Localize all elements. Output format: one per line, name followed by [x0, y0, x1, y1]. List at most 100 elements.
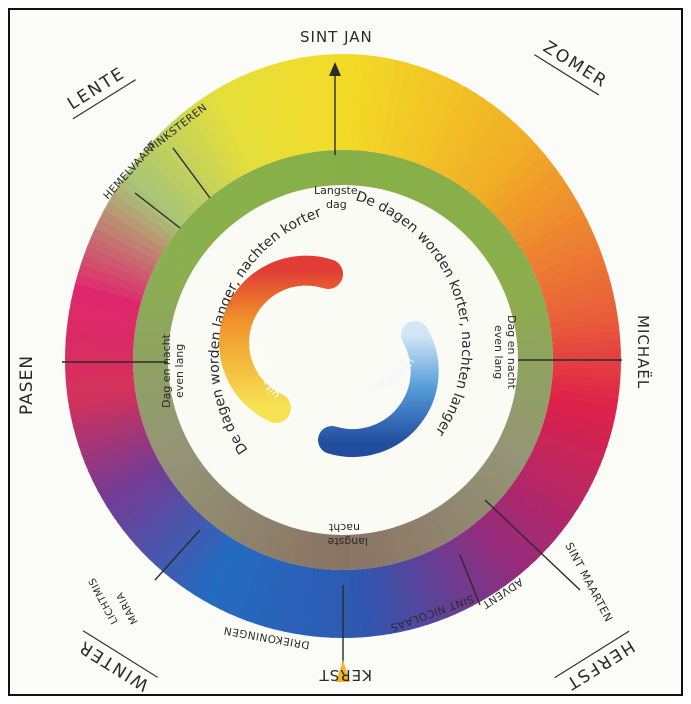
ring-wedge: [493, 441, 529, 467]
outer-wedge: [68, 395, 138, 418]
outer-wedge: [264, 561, 293, 630]
ring-wedge: [157, 253, 193, 279]
ring-wedge: [463, 208, 496, 241]
ring-wedge: [147, 424, 185, 446]
season-color-wheel: [65, 54, 621, 638]
outer-wedge: [550, 321, 620, 340]
outer-wedge: [106, 470, 169, 516]
outer-wedge: [499, 168, 563, 227]
outer-wedge: [80, 253, 149, 289]
outer-wedge: [101, 463, 165, 508]
outer-wedge: [116, 482, 178, 532]
outer-wedge: [552, 340, 621, 355]
outer-wedge: [122, 488, 183, 539]
ring-wedge: [453, 489, 484, 522]
ring-wedge: [262, 520, 284, 558]
outer-wedge: [544, 410, 613, 439]
outer-wedge: [385, 563, 411, 633]
outer-wedge: [433, 545, 474, 611]
ring-wedge: [501, 425, 538, 447]
ring-wedge: [504, 281, 541, 302]
ring-wedge: [450, 194, 480, 228]
outer-wedge: [552, 367, 621, 382]
outer-wedge: [534, 246, 603, 283]
ring-wedge: [516, 345, 553, 356]
outer-wedge: [103, 200, 170, 249]
outer-wedge: [517, 201, 584, 250]
outer-wedge: [212, 85, 259, 172]
ring-wedge: [306, 151, 320, 189]
ring-wedge: [156, 440, 193, 465]
ring-wedge: [402, 162, 424, 200]
ring-wedge: [514, 384, 551, 398]
maria-lichtmis-line: [154, 529, 201, 581]
ring-wedge: [476, 225, 510, 254]
outer-wedge: [364, 56, 388, 153]
ring-wedge: [151, 266, 188, 290]
ring-wedge: [161, 247, 197, 273]
ring-wedge: [373, 153, 389, 191]
ring-wedge: [224, 503, 251, 539]
ring-wedge: [271, 159, 291, 197]
outer-wedge: [78, 423, 146, 456]
outer-wedge: [142, 143, 204, 209]
ring-wedge: [483, 457, 518, 485]
outer-wedge: [477, 137, 539, 205]
ring-wedge: [462, 480, 495, 513]
outer-wedge: [448, 103, 501, 183]
ring-wedge: [493, 255, 530, 280]
outer-wedge: [210, 544, 251, 610]
outer-wedge: [454, 109, 509, 187]
ring-wedge: [445, 190, 474, 224]
ring-wedge: [496, 261, 533, 285]
festival-kerst: KERST: [319, 666, 372, 684]
ring-wedge: [513, 316, 551, 331]
ring-wedge: [496, 436, 532, 460]
outer-wedge: [540, 264, 609, 297]
outer-wedge: [155, 515, 209, 573]
ring-wedge: [172, 461, 206, 490]
longest-night-line2: nacht: [328, 521, 360, 534]
ring-wedge: [361, 151, 374, 188]
ring-wedge: [305, 531, 319, 568]
outer-wedge: [548, 396, 617, 420]
outer-wedge: [75, 416, 144, 446]
outer-wedge: [162, 519, 214, 580]
ring-wedge: [355, 150, 367, 188]
outer-wedge: [65, 365, 134, 380]
outer-wedge: [386, 62, 419, 157]
ring-wedge: [395, 523, 415, 561]
ring-wedge: [498, 430, 535, 454]
ring-wedge: [219, 185, 247, 220]
outer-wedge: [414, 76, 458, 166]
season-label-lente: LENTE: [64, 63, 129, 114]
ring-wedge: [512, 390, 550, 406]
outer-wedge: [453, 534, 499, 597]
outer-wedge: [99, 208, 166, 255]
ring-wedge: [285, 155, 303, 193]
ring-wedge: [243, 513, 267, 549]
ring-wedge: [164, 451, 199, 478]
outer-wedge: [399, 559, 429, 628]
ring-wedge: [164, 241, 200, 268]
ring-wedge: [201, 488, 232, 521]
outer-wedge: [524, 458, 589, 501]
outer-wedge: [460, 116, 517, 191]
ring-wedge: [396, 160, 417, 197]
outer-wedge: [493, 500, 550, 555]
outer-wedge: [370, 566, 392, 636]
outer-wedge: [228, 551, 265, 618]
outer-wedge: [87, 235, 155, 275]
ring-wedge: [134, 329, 171, 342]
outer-wedge: [96, 457, 162, 499]
ring-wedge: [290, 528, 307, 566]
season-label-winter: WINTER: [75, 636, 153, 695]
outer-wedge: [65, 358, 134, 370]
outer-wedge: [77, 262, 147, 296]
ring-wedge: [424, 174, 450, 210]
ring-wedge: [372, 530, 387, 568]
ring-wedge: [190, 479, 223, 512]
ring-wedge: [511, 309, 549, 326]
ring-wedge: [428, 507, 455, 543]
ring-wedge: [135, 322, 172, 336]
